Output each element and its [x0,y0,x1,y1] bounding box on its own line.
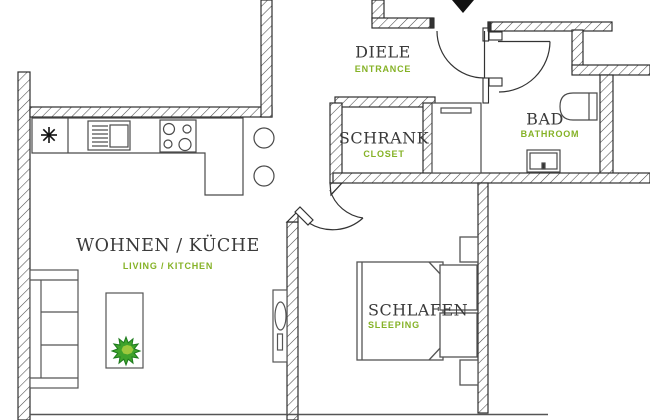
stool [253,127,275,149]
nightstand [459,359,479,386]
washbasin [526,149,561,173]
sofa [29,269,79,389]
wall-diele-top [371,17,434,29]
bedroom-furniture [356,236,479,386]
walls [17,0,650,420]
room-sublabel-wohnen: LIVING / KITCHEN [122,261,214,271]
plant-icon [110,335,142,367]
wall-kitchen-diele-divider [260,0,273,118]
wall-left [17,71,31,420]
wall-bedroom-east [477,182,489,414]
bath-partition [429,17,503,104]
room-label-diele: DIELE [355,42,411,62]
kitchen-fixtures [31,117,275,196]
room-label-schrank: SCHRANK [338,128,430,148]
bar-stools [253,127,275,187]
washing-machine [431,102,482,174]
wall-schrank-west-diagonal-cap [329,182,344,197]
wall-bottom-band [332,172,650,184]
room-sublabel-bad: BATHROOM [520,129,580,139]
room-label-schlafen: SCHLAFEN [368,300,469,320]
room-sublabel-schlafen: SLEEPING [368,320,420,330]
entry-arrow-icon [452,0,474,13]
room-sublabel-schrank: CLOSET [363,149,405,159]
toilet [559,92,598,121]
wall-bath-top [487,21,613,32]
wall-bath-west-lower [482,77,490,104]
pillow [439,264,478,311]
kitchen-counter [31,117,244,196]
stool [253,165,275,187]
nightstand [459,236,479,263]
living-furniture [29,269,288,389]
bedroom-door [294,189,364,231]
entry-door [436,30,486,79]
bathroom-door [498,40,551,93]
sink-asterisk-icon [41,127,57,143]
wall-bedroom-west-diagonal-cap [285,209,299,223]
wall-right-upper-vert [571,29,584,70]
doors [294,30,551,231]
room-label-bad: BAD [526,109,564,129]
wall-right-upper-horiz [571,64,650,76]
door-jamb-bottom [488,77,503,87]
wall-end-cap-bath [487,21,492,32]
wall-bedroom-west [286,221,299,420]
wall-kitchen-top [29,106,273,118]
door-jamb-top [488,31,503,41]
pillow [439,312,478,358]
wall-schrank-top [334,96,436,108]
stove [159,119,197,153]
oven-unit [87,120,131,151]
room-sublabel-diele: ENTRANCE [354,64,412,74]
bath-fixtures [431,92,598,174]
tv-unit [272,289,288,363]
room-label-wohnen: WOHNEN / KÜCHE [76,236,260,256]
wall-end-cap-diele [429,17,435,29]
wall-bath-right [599,74,614,176]
bed [356,261,478,361]
